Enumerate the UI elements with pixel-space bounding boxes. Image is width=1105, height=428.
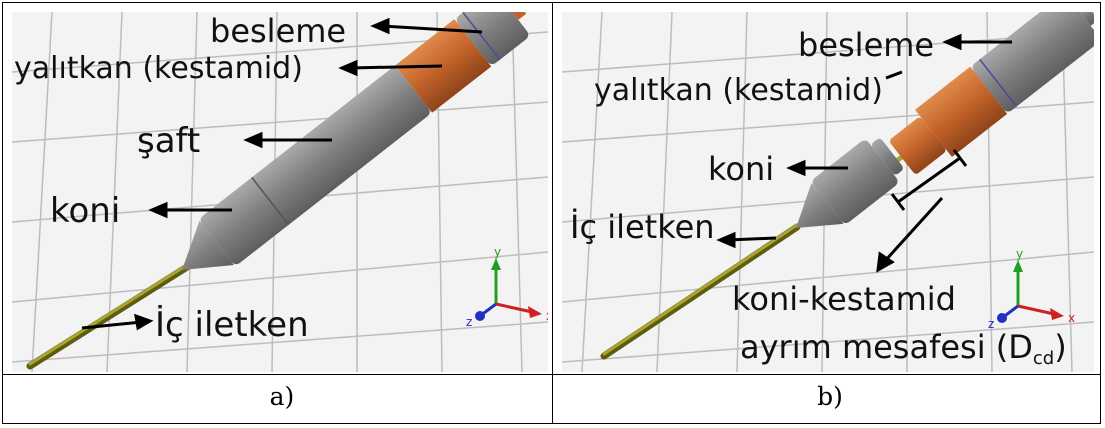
separation-marker: [876, 149, 968, 273]
panel-a: besleme yalıtkan (kestamid) şaft koni İç…: [12, 12, 548, 372]
axis-z-label: z: [466, 315, 472, 329]
axis-x-label: x: [1068, 311, 1075, 325]
insulator: [890, 117, 946, 174]
axis-z-label: z: [988, 317, 994, 331]
annotation-arrows: [716, 33, 1012, 249]
separation-subscript: cd: [1033, 348, 1054, 369]
axis-y-label: y: [1016, 247, 1023, 261]
annotation-arrows: [81, 17, 483, 331]
antenna-body: [182, 12, 529, 270]
label-separation-line2: ayrım mesafesi (Dcd): [740, 328, 1067, 369]
inner-conductor: [26, 263, 191, 370]
label-yalitkan: yalıtkan (kestamid): [14, 51, 303, 86]
axis-triad: y x z: [988, 247, 1075, 331]
caption-a: a): [269, 382, 295, 411]
shaft: [200, 67, 430, 265]
label-saft: şaft: [137, 121, 200, 161]
feed-section: [456, 12, 529, 65]
axis-triad: y x z: [466, 245, 548, 329]
axis-y-label: y: [494, 245, 501, 259]
panel-b: besleme yalıtkan (kestamid) koni İç ilet…: [562, 12, 1094, 372]
separation-main: ayrım mesafesi (D: [740, 328, 1033, 366]
insulator: [395, 19, 492, 113]
insulator-piece: [890, 12, 1094, 174]
panel-b-render: besleme yalıtkan (kestamid) koni İç ilet…: [562, 12, 1094, 372]
label-koni: koni: [708, 150, 774, 188]
label-ic-iletken: İç iletken: [570, 208, 715, 246]
panel-a-render: besleme yalıtkan (kestamid) şaft koni İç…: [12, 12, 548, 372]
label-besleme: besleme: [210, 12, 346, 50]
caption-b: b): [817, 382, 843, 411]
panel-divider: [552, 2, 553, 424]
cone-piece: [796, 138, 903, 228]
separation-close: ): [1054, 328, 1066, 366]
cone: [182, 220, 234, 270]
axis-x-label: x: [546, 309, 548, 323]
feed-section: [972, 12, 1094, 112]
label-ic-iletken: İç iletken: [155, 305, 309, 345]
label-besleme: besleme: [798, 26, 934, 64]
inner-conductor: [600, 223, 801, 360]
caption-separator: [2, 374, 1101, 375]
cone: [796, 182, 844, 228]
label-separation-line1: koni-kestamid: [732, 280, 956, 318]
label-koni: koni: [50, 191, 120, 231]
label-yalitkan: yalıtkan (kestamid): [594, 73, 883, 108]
